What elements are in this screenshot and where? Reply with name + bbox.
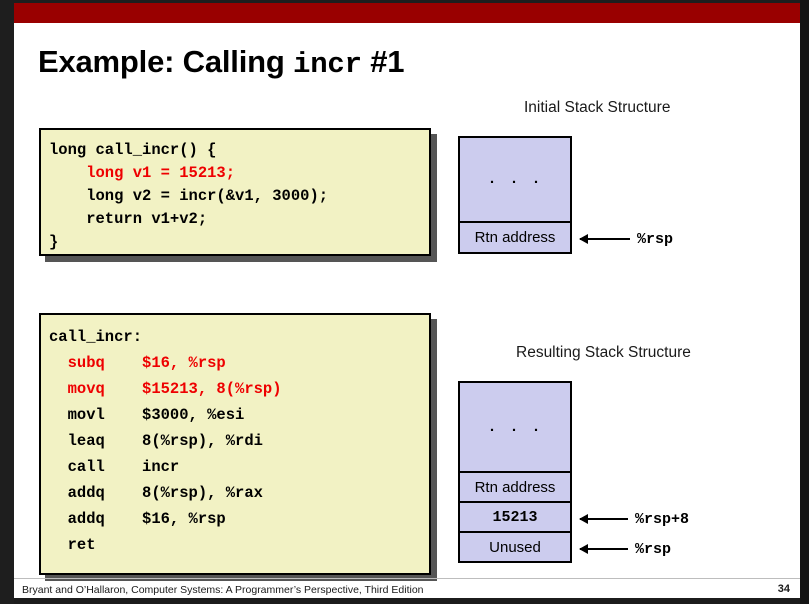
stack-cell-value-15213: 15213 (460, 501, 570, 531)
c-code-line: long v1 = 15213; (49, 164, 236, 182)
page-title-suffix: #1 (361, 44, 405, 79)
asm-code-line: call incr (49, 458, 180, 476)
window-left-edge (0, 0, 14, 604)
asm-code-line: call_incr: (49, 328, 143, 346)
asm-code-line: subq $16, %rsp (49, 354, 226, 372)
c-code-line: long call_incr() { (49, 141, 217, 159)
page-title-prefix: Example: Calling (38, 44, 293, 79)
stack-cell-ellipsis: . . . (460, 383, 570, 471)
c-code-line: } (49, 233, 59, 251)
asm-code-line: addq 8(%rsp), %rax (49, 484, 263, 502)
asm-code-line: addq $16, %rsp (49, 510, 226, 528)
rsp-plus-8-pointer-arrow (579, 514, 628, 524)
banner-top-shim (14, 0, 800, 3)
window-right-edge (800, 0, 809, 604)
asm-code-line: ret (49, 536, 96, 554)
stack-cell-rtn-address: Rtn address (460, 221, 570, 252)
footer-bottom-strip (14, 598, 800, 604)
resulting-stack-caption: Resulting Stack Structure (516, 344, 691, 361)
stack-cell-unused: Unused (460, 531, 570, 561)
rsp-pointer-arrow-initial (579, 234, 630, 244)
c-code-line: long v2 = incr(&v1, 3000); (49, 187, 329, 205)
footer-divider (14, 578, 800, 579)
resulting-stack-diagram: . . . Rtn address 15213 Unused (458, 381, 572, 563)
rsp-pointer-label-initial: %rsp (637, 231, 674, 248)
slide-canvas: Example: Calling incr #1 long call_incr(… (14, 0, 800, 604)
asm-code-line: leaq 8(%rsp), %rdi (49, 432, 263, 450)
stack-cell-rtn-address: Rtn address (460, 471, 570, 501)
footer-citation: Bryant and O’Hallaron, Computer Systems:… (22, 584, 424, 596)
rsp-plus-8-pointer-label: %rsp+8 (635, 511, 690, 528)
initial-stack-diagram: . . . Rtn address (458, 136, 572, 254)
asm-code-line: movl $3000, %esi (49, 406, 245, 424)
assembly-code-block: call_incr: subq $16, %rsp movq $15213, 8… (39, 313, 431, 575)
asm-code-line: movq $15213, 8(%rsp) (49, 380, 282, 398)
rsp-pointer-arrow-resulting (579, 544, 628, 554)
c-code-block: long call_incr() { long v1 = 15213; long… (39, 128, 431, 256)
title-banner (14, 3, 800, 23)
page-title: Example: Calling incr #1 (38, 44, 405, 81)
stack-cell-ellipsis: . . . (460, 138, 570, 221)
initial-stack-caption: Initial Stack Structure (524, 99, 671, 116)
c-code-line: return v1+v2; (49, 210, 208, 228)
footer-page-number: 34 (777, 583, 790, 595)
page-title-mono-token: incr (293, 48, 362, 81)
rsp-pointer-label-resulting: %rsp (635, 541, 672, 558)
